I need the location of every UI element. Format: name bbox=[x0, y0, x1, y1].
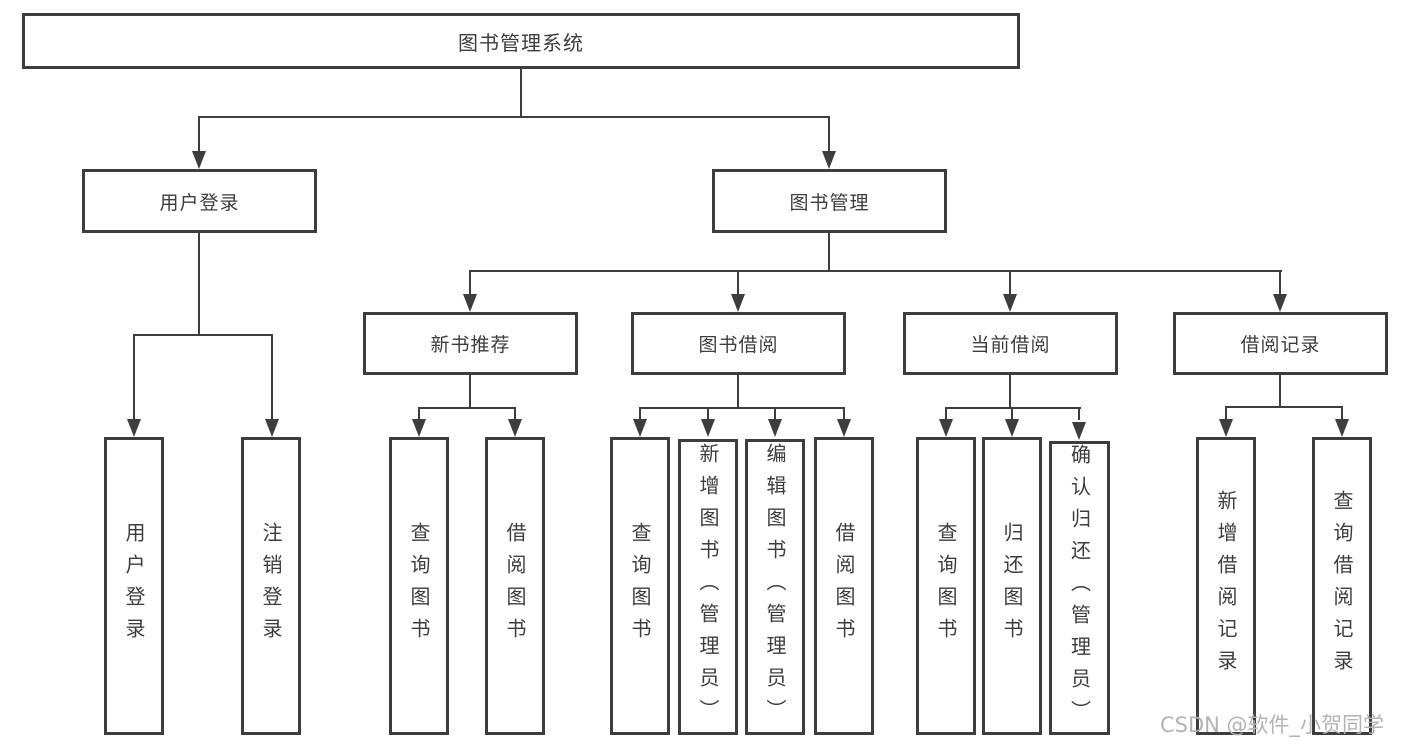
leaf-return-book-label: 归还图书 bbox=[1000, 522, 1024, 650]
leaf-query-borrow-record: 查询借阅记录 bbox=[1312, 437, 1372, 735]
arrowhead-icon bbox=[463, 294, 477, 312]
node-current-borrowing-label: 当前借阅 bbox=[970, 334, 1051, 356]
edge-line bbox=[639, 407, 845, 409]
edge-line bbox=[1279, 375, 1281, 408]
edge-line bbox=[1009, 270, 1011, 296]
edge-line bbox=[828, 116, 830, 153]
arrowhead-icon bbox=[1003, 294, 1017, 312]
edge-line bbox=[737, 270, 739, 296]
node-borrowing-records: 借阅记录 bbox=[1173, 312, 1388, 375]
node-book-borrowing: 图书借阅 bbox=[631, 312, 846, 375]
edge-line bbox=[1341, 406, 1343, 420]
edge-line bbox=[198, 233, 200, 336]
leaf-confirm-return-admin: 确认归还（管理员） bbox=[1049, 441, 1110, 735]
edge-line bbox=[520, 69, 522, 117]
edge-line bbox=[1009, 375, 1011, 409]
arrowhead-icon bbox=[1219, 419, 1233, 437]
edge-line bbox=[774, 407, 776, 420]
edge-line bbox=[828, 233, 830, 272]
leaf-logout-label: 注销登录 bbox=[259, 522, 283, 650]
edge-line bbox=[469, 375, 471, 409]
arrowhead-icon bbox=[127, 419, 141, 437]
edge-line bbox=[945, 407, 947, 420]
arrowhead-icon bbox=[1335, 419, 1349, 437]
leaf-add-borrow-record: 新增借阅记录 bbox=[1196, 437, 1256, 735]
arrowhead-icon bbox=[265, 419, 279, 437]
arrowhead-icon bbox=[822, 151, 836, 169]
edge-line bbox=[639, 407, 641, 420]
watermark: CSDN @软件_小贺同学 bbox=[1160, 713, 1385, 737]
leaf-borrow-books-recommend: 借阅图书 bbox=[485, 437, 545, 735]
leaf-borrow-books-borrowing-label: 借阅图书 bbox=[832, 522, 856, 650]
arrowhead-icon bbox=[837, 419, 851, 437]
arrowhead-icon bbox=[508, 419, 522, 437]
node-new-book-recommend: 新书推荐 bbox=[363, 312, 578, 375]
arrowhead-icon bbox=[1005, 419, 1019, 437]
edge-line bbox=[469, 270, 471, 296]
edge-line bbox=[1078, 407, 1080, 420]
leaf-query-books-current: 查询图书 bbox=[916, 437, 976, 735]
edge-line bbox=[1279, 270, 1281, 296]
leaf-borrow-books-recommend-label: 借阅图书 bbox=[503, 522, 527, 650]
edge-line bbox=[1225, 406, 1343, 408]
leaf-add-borrow-record-label: 新增借阅记录 bbox=[1214, 490, 1238, 682]
arrowhead-icon bbox=[192, 151, 206, 169]
node-new-book-recommend-label: 新书推荐 bbox=[430, 334, 511, 356]
edge-line bbox=[198, 116, 830, 118]
edge-line bbox=[418, 407, 516, 409]
edge-line bbox=[198, 116, 200, 153]
arrowhead-icon bbox=[701, 419, 715, 437]
node-root: 图书管理系统 bbox=[22, 13, 1020, 69]
arrowhead-icon bbox=[633, 419, 647, 437]
leaf-query-borrow-record-label: 查询借阅记录 bbox=[1330, 490, 1354, 682]
node-book-management: 图书管理 bbox=[712, 169, 947, 233]
arrowhead-icon bbox=[939, 419, 953, 437]
node-root-label: 图书管理系统 bbox=[458, 30, 584, 55]
edge-line bbox=[1225, 406, 1227, 420]
node-book-management-label: 图书管理 bbox=[789, 191, 870, 214]
edge-line bbox=[133, 334, 135, 420]
node-user-login: 用户登录 bbox=[82, 169, 317, 233]
leaf-borrow-books-borrowing: 借阅图书 bbox=[814, 437, 874, 735]
leaf-logout: 注销登录 bbox=[241, 437, 301, 735]
leaf-user-login: 用户登录 bbox=[104, 437, 164, 735]
leaf-return-book: 归还图书 bbox=[982, 437, 1042, 735]
edge-line bbox=[737, 375, 739, 409]
leaf-edit-book-admin-label: 编辑图书（管理员） bbox=[763, 443, 787, 731]
edge-line bbox=[1011, 407, 1013, 420]
leaf-confirm-return-admin-label: 确认归还（管理员） bbox=[1067, 444, 1092, 732]
node-borrowing-records-label: 借阅记录 bbox=[1240, 334, 1321, 356]
arrowhead-icon bbox=[731, 294, 745, 312]
edge-line bbox=[271, 334, 273, 420]
edge-line bbox=[134, 334, 273, 336]
edge-line bbox=[469, 270, 1282, 272]
edge-line bbox=[418, 407, 420, 420]
arrowhead-icon bbox=[768, 419, 782, 437]
leaf-edit-book-admin: 编辑图书（管理员） bbox=[745, 439, 805, 735]
arrowhead-icon bbox=[412, 419, 426, 437]
edge-line bbox=[707, 407, 709, 420]
edge-line bbox=[945, 407, 1081, 409]
leaf-user-login-label: 用户登录 bbox=[122, 522, 146, 650]
edge-line bbox=[843, 407, 845, 420]
leaf-query-books-borrowing-label: 查询图书 bbox=[628, 522, 652, 650]
leaf-query-books-borrowing: 查询图书 bbox=[610, 437, 670, 735]
leaf-add-book-admin-label: 新增图书（管理员） bbox=[696, 443, 720, 731]
leaf-query-books-current-label: 查询图书 bbox=[934, 522, 958, 650]
arrowhead-icon bbox=[1072, 422, 1086, 440]
edge-line bbox=[514, 407, 516, 420]
arrowhead-icon bbox=[1273, 294, 1287, 312]
node-current-borrowing: 当前借阅 bbox=[903, 312, 1118, 375]
node-user-login-label: 用户登录 bbox=[159, 191, 240, 214]
node-book-borrowing-label: 图书借阅 bbox=[698, 334, 779, 356]
leaf-add-book-admin: 新增图书（管理员） bbox=[678, 439, 738, 735]
leaf-query-books-recommend: 查询图书 bbox=[389, 437, 449, 735]
leaf-query-books-recommend-label: 查询图书 bbox=[407, 522, 431, 650]
